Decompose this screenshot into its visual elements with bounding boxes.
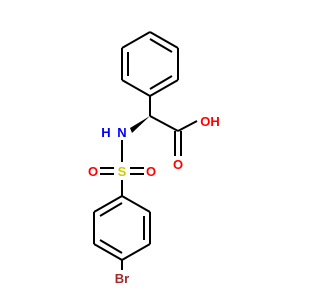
- carbonyl-oxygen-label: O: [173, 157, 183, 172]
- bond: [121, 243, 151, 261]
- bromophenyl-ring: [93, 195, 151, 261]
- bond: [121, 79, 151, 97]
- sulfonyl-oxygen-left-label: O: [88, 164, 98, 179]
- phenyl-ring: [121, 31, 179, 97]
- bond: [121, 31, 151, 49]
- bond: [93, 243, 123, 261]
- bromine-label: Br: [115, 271, 129, 286]
- amine-hydrogen-label: H: [101, 125, 110, 140]
- bond: [93, 195, 123, 213]
- sulfur-label: S: [118, 164, 127, 179]
- inner-double-bond: [149, 38, 173, 53]
- inner-double-bond: [99, 239, 123, 254]
- structure-drawing: OH O N H S O O Br: [86, 31, 221, 286]
- bond-alpha-to-carboxyl: [149, 115, 179, 132]
- inner-double-bond: [149, 75, 173, 90]
- hydroxyl-label: OH: [200, 114, 220, 129]
- bond: [149, 31, 179, 49]
- bond: [121, 195, 151, 213]
- nitrogen-label: N: [117, 125, 126, 140]
- stereo-wedge-bond: [130, 116, 150, 133]
- inner-double-bond: [99, 202, 123, 217]
- sulfonyl-oxygen-right-label: O: [146, 164, 156, 179]
- molecule-diagram: OH O N H S O O Br: [86, 31, 221, 286]
- bond-c-oh: [177, 120, 198, 132]
- bond: [149, 79, 179, 97]
